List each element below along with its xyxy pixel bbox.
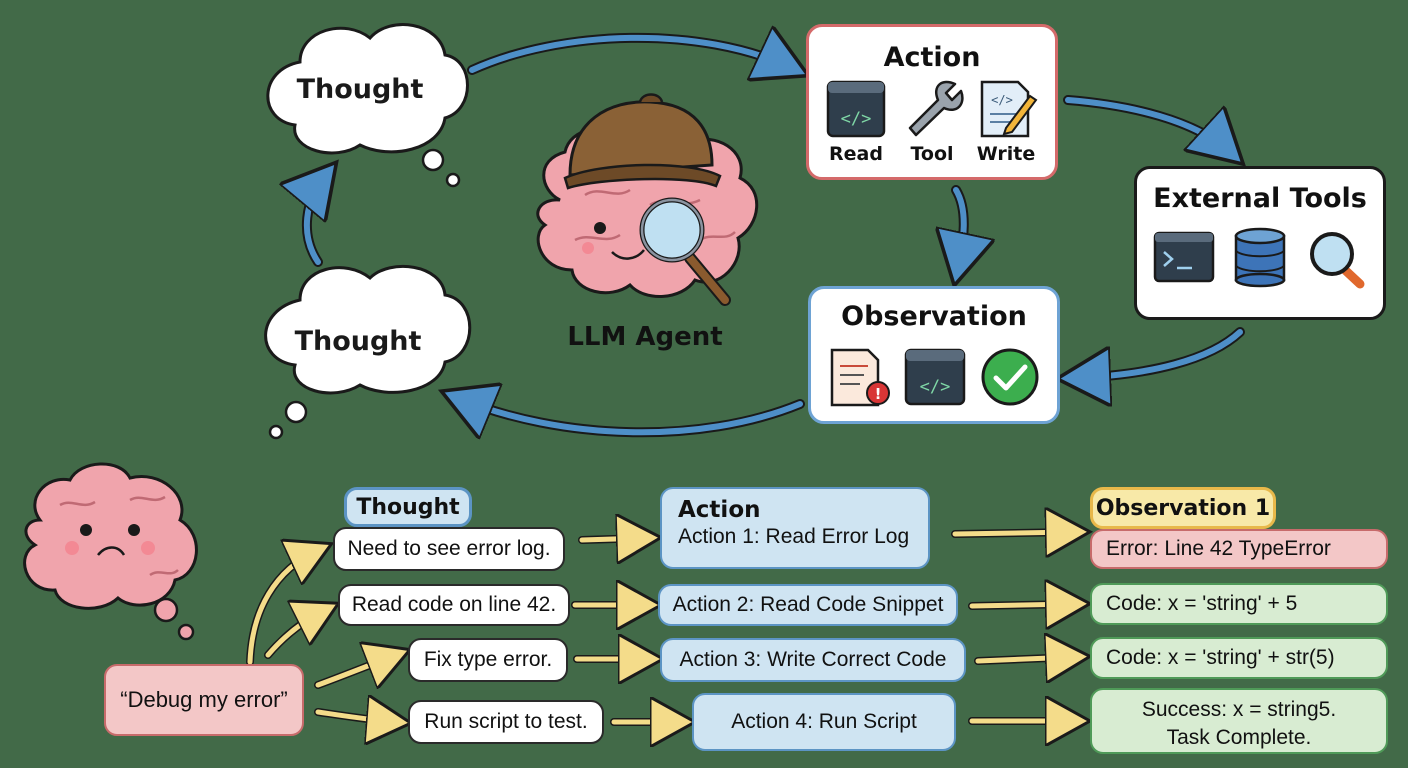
- external-tools-title: External Tools: [1153, 183, 1367, 214]
- observation-step-4-line-2: Task Complete.: [1166, 726, 1312, 749]
- sad-brain-icon: [23, 462, 198, 641]
- thought-cloud-bottom: [264, 264, 472, 440]
- action-item-read: Read: [829, 143, 883, 165]
- user-request-box: “Debug my error”: [104, 664, 304, 736]
- arrow-thought-to-action-1: [579, 538, 646, 540]
- thought-column-header: Thought: [344, 487, 472, 527]
- arrow-observation-to-thought: [458, 398, 803, 432]
- arrow-external-tools-to-observation: [1075, 329, 1243, 378]
- arrow-thought-to-action: [469, 38, 792, 70]
- observation-step-2: Code: x = 'string' + 5: [1090, 583, 1388, 625]
- arrow-action-to-observation: [956, 187, 964, 268]
- arrow-thought-to-thought: [307, 176, 325, 265]
- observation-column-header: Observation 1: [1090, 487, 1276, 529]
- action-column-header: Action: [678, 497, 761, 523]
- thought-step-2: Read code on line 42.: [338, 584, 570, 626]
- action-step-4: Action 4: Run Script: [692, 693, 956, 751]
- thought-top-label: Thought: [296, 74, 424, 105]
- thought-cloud-top: [266, 23, 469, 188]
- thought-step-3: Fix type error.: [408, 638, 568, 682]
- observation-step-4: Success: x = string5. Task Complete.: [1090, 688, 1388, 754]
- action-item-tool: Tool: [910, 143, 954, 165]
- thought-header-label: Thought: [356, 494, 460, 520]
- thought-step-4: Run script to test.: [408, 700, 604, 744]
- observation-panel-title: Observation: [841, 301, 1027, 332]
- thought-bottom-label: Thought: [294, 326, 422, 357]
- arrow-request-to-thought-3: [315, 655, 396, 685]
- action-step-1-box: Action Action 1: Read Error Log: [660, 487, 930, 569]
- brain-detective-icon: [536, 93, 759, 306]
- action-item-write: Write: [976, 143, 1036, 165]
- arrow-request-to-thought-1: [247, 550, 318, 665]
- arrow-request-to-thought-2: [265, 610, 325, 658]
- action-step-1: Action 1: Read Error Log: [678, 525, 910, 548]
- thought-step-1: Need to see error log.: [333, 527, 565, 571]
- observation-step-4-line-1: Success: x = string5.: [1141, 698, 1337, 721]
- action-panel-title: Action: [883, 42, 981, 73]
- observation-header-label: Observation 1: [1095, 495, 1271, 521]
- arrow-request-to-thought-4: [315, 712, 396, 722]
- llm-agent-label: LLM Agent: [567, 322, 723, 352]
- observation-panel: Observation: [808, 286, 1060, 424]
- arrow-action-to-observation-2: [969, 604, 1075, 606]
- arrow-action-to-external-tools: [1065, 97, 1230, 152]
- action-step-2: Action 2: Read Code Snippet: [658, 584, 958, 626]
- arrow-action-to-observation-3: [975, 657, 1075, 661]
- arrow-action-to-observation-1: [952, 532, 1075, 534]
- observation-step-1: Error: Line 42 TypeError: [1090, 529, 1388, 569]
- external-tools-panel: External Tools: [1134, 166, 1386, 320]
- observation-step-3: Code: x = 'string' + str(5): [1090, 637, 1388, 679]
- action-step-3: Action 3: Write Correct Code: [660, 638, 966, 682]
